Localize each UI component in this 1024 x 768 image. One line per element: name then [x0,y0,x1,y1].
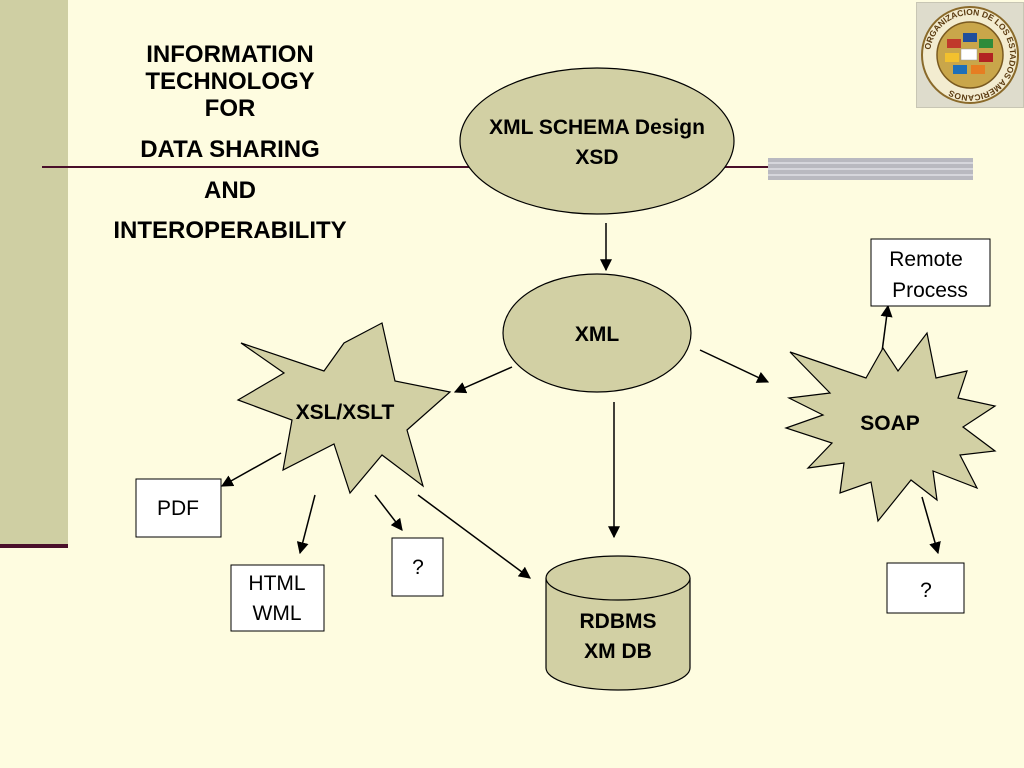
node-rdbms: RDBMS XM DB [545,555,691,691]
schema-label-line-2: XSD [575,146,618,169]
arrow-xsl-to-html [296,494,316,555]
xml-label: XML [575,323,620,346]
html-label-line-1: HTML [248,572,305,595]
arrow-xsl-to-rdbms [417,494,531,579]
arrow-xml-to-soap [699,349,770,383]
node-soap: SOAP [784,331,997,523]
box-question-xsl: ? [391,537,444,597]
question-soap-label: ? [920,579,932,602]
title-line-4: DATA SHARING [140,135,320,163]
arrow-soap-to-question [921,496,941,555]
node-schema: XML SCHEMA Design XSD [459,67,735,215]
xsl-label: XSL/XSLT [296,401,395,424]
box-remote-process: Remote Process [870,238,991,307]
left-decor-bar [0,0,68,546]
remote-label-line-2: Process [892,279,968,302]
flags-cluster [945,33,993,74]
title-line-5: AND [204,176,256,204]
box-html-wml: HTML WML [230,564,325,632]
rdbms-label-line-1: RDBMS [580,610,657,633]
title-line-6: INTEROPERABILITY [113,217,347,245]
html-label-line-2: WML [253,602,302,625]
box-pdf: PDF [135,478,222,538]
arrows [220,223,941,579]
slide-title: INFORMATION TECHNOLOGY FOR DATA SHARING … [80,41,380,245]
rdbms-label-line-2: XM DB [584,640,652,663]
box-question-soap: ? [886,562,965,614]
schema-label-line-1: XML SCHEMA Design [489,116,705,139]
arrow-xsl-to-question [374,494,403,531]
node-xml: XML [502,273,692,393]
title-line-2: TECHNOLOGY [145,67,315,95]
arrow-xsl-to-pdf [220,452,282,487]
header-gray-band [768,158,973,180]
oas-seal-logo: ORGANIZACION DE LOS ESTADOS AMERICANOS [916,2,1024,108]
title-line-1: INFORMATION [146,41,314,68]
question-xsl-label: ? [412,556,424,579]
pdf-label: PDF [157,497,199,520]
title-line-3: FOR [204,94,256,122]
remote-label-line-1: Remote [889,248,963,271]
seal-icon: ORGANIZACION DE LOS ESTADOS AMERICANOS [921,6,1019,104]
soap-label: SOAP [860,412,920,435]
node-xsl: XSL/XSLT [236,322,452,495]
left-decor-underline [0,544,68,548]
arrow-xml-to-xsl [453,366,513,394]
